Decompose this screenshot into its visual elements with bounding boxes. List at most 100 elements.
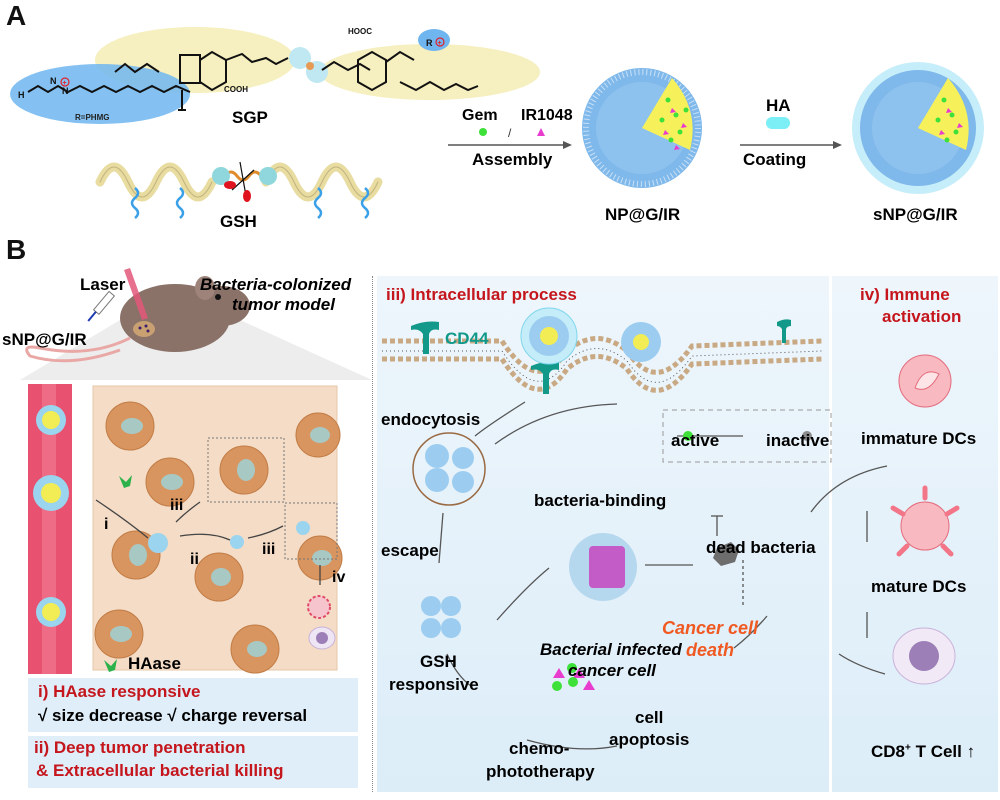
mature-dc-icon xyxy=(890,485,960,557)
step-iii-b: iii xyxy=(262,541,276,558)
mouse-icon xyxy=(25,276,250,363)
gsh-responsive-line2: responsive xyxy=(389,675,479,694)
immune-title-line1: iv) Immune xyxy=(860,285,950,304)
haase-icon xyxy=(119,475,132,488)
cd44-receptor-icon xyxy=(531,361,559,394)
vessel-nanoparticles xyxy=(33,405,69,627)
bacteria-binding-label: bacteria-binding xyxy=(534,491,667,510)
nanoparticle-endocytosed xyxy=(621,322,661,362)
active-label: active xyxy=(671,431,720,450)
model-title-line2: tumor model xyxy=(232,295,335,314)
dendritic-cell-small xyxy=(307,595,331,619)
endosome xyxy=(412,432,486,506)
haase-legend-icon xyxy=(104,659,117,672)
box-ii-line2: & Extracellular bacterial killing xyxy=(36,761,284,780)
coating-label: Coating xyxy=(743,150,807,169)
box-i-title: i) HAase responsive xyxy=(38,682,201,701)
svg-text:H: H xyxy=(18,90,25,100)
dashed-region xyxy=(207,437,285,503)
cell-membrane xyxy=(382,336,823,393)
active-inactive-box xyxy=(662,409,832,463)
chemo-line2: phototherapy xyxy=(486,762,595,781)
disulfide-dot xyxy=(306,62,314,70)
step-iii-a: iii xyxy=(170,497,184,514)
dashed-region xyxy=(284,502,338,560)
box-i-bg xyxy=(28,678,358,732)
cancer-death-line1: Cancer cell xyxy=(662,618,759,638)
intracellular-graphic xyxy=(382,307,960,750)
cd44-label: CD44 xyxy=(445,329,489,348)
inactive-label: inactive xyxy=(766,431,830,450)
box-ii-line1: ii) Deep tumor penetration xyxy=(34,738,246,757)
step-iv: iv xyxy=(332,569,346,586)
process-arrows xyxy=(438,401,888,750)
gsh-responsive-line1: GSH xyxy=(420,652,457,671)
gsh-label: GSH xyxy=(220,212,257,231)
box-i-line: √ size decrease √ charge reversal xyxy=(38,706,308,725)
r-ellipse xyxy=(418,29,450,51)
scissors-icon xyxy=(224,161,255,202)
laser-label: Laser xyxy=(80,275,126,294)
endocytosis-label: endocytosis xyxy=(381,410,481,429)
chemical-skeleton xyxy=(27,50,479,111)
svg-text:N: N xyxy=(62,86,69,96)
bacteria-complex xyxy=(569,533,637,601)
gem-label: Gem xyxy=(462,107,498,124)
drug-release xyxy=(552,663,595,691)
model-title-line1: Bacteria-colonized xyxy=(200,275,352,294)
arrow-up-icon: ↑ xyxy=(966,742,976,761)
polymer-helix xyxy=(95,162,383,202)
panel-a-label: A xyxy=(6,0,27,31)
separator: / xyxy=(508,126,512,140)
side-chains xyxy=(130,187,370,219)
helix-bead xyxy=(212,167,230,185)
panel-b-label: B xyxy=(6,234,27,265)
escape-label: escape xyxy=(381,541,439,560)
svg-text:+: + xyxy=(438,40,442,47)
box-ii-bg xyxy=(28,736,358,788)
assembly-label: Assembly xyxy=(472,150,553,169)
t-cell-icon xyxy=(892,627,956,685)
infected-cell-line1: Bacterial infected xyxy=(540,640,682,659)
cd8-t-cell-label: CD8+ T Cell ↑ xyxy=(871,742,976,761)
apoptosis-line1: cell xyxy=(635,708,664,727)
ha-icon xyxy=(766,117,790,129)
svg-text:+: + xyxy=(63,80,67,87)
released-nanoparticles xyxy=(421,596,461,638)
cd44-receptor-icon xyxy=(777,319,791,343)
active-dot xyxy=(683,431,693,441)
svg-text:R: R xyxy=(426,38,433,48)
step-ii: ii xyxy=(190,551,199,568)
dead-bacteria-icon xyxy=(713,542,739,566)
laser-beam-icon xyxy=(124,268,148,320)
nanoparticle xyxy=(296,521,310,535)
nanoparticle xyxy=(148,533,168,553)
immune-title-line2: activation xyxy=(882,307,962,326)
ir1048-label: IR1048 xyxy=(521,107,573,124)
endosome-nanoparticles xyxy=(425,444,474,493)
ir1048-icon xyxy=(537,128,545,136)
injection-label: sNP@G/IR xyxy=(2,330,87,349)
inactive-dot xyxy=(802,431,812,441)
snp-gir-particle xyxy=(852,62,984,194)
nanoparticle-binding xyxy=(520,307,578,365)
cooh-label-1: COOH xyxy=(224,85,248,94)
haase-label: HAase xyxy=(128,654,181,673)
nanoparticle xyxy=(230,535,244,549)
ha-label: HA xyxy=(766,96,791,115)
tumor-graphic xyxy=(20,268,372,788)
gem-icon xyxy=(479,128,487,136)
intracellular-title: iii) Intracellular process xyxy=(386,285,577,304)
step-i: i xyxy=(104,516,109,533)
dead-bacteria-label: dead bacteria xyxy=(706,538,816,557)
flow-arrows xyxy=(95,499,321,585)
svg-text:N: N xyxy=(50,76,57,86)
peg-ellipse-right xyxy=(320,44,540,100)
divider xyxy=(372,276,373,792)
immature-dc-icon xyxy=(898,354,952,408)
cell-nuclei xyxy=(110,418,332,657)
chemo-line1: chemo- xyxy=(509,739,570,758)
r-phmg-label: R=PHMG xyxy=(75,113,109,122)
apoptosis-line2: apoptosis xyxy=(609,730,690,749)
np-gir-label: NP@G/IR xyxy=(605,205,681,224)
